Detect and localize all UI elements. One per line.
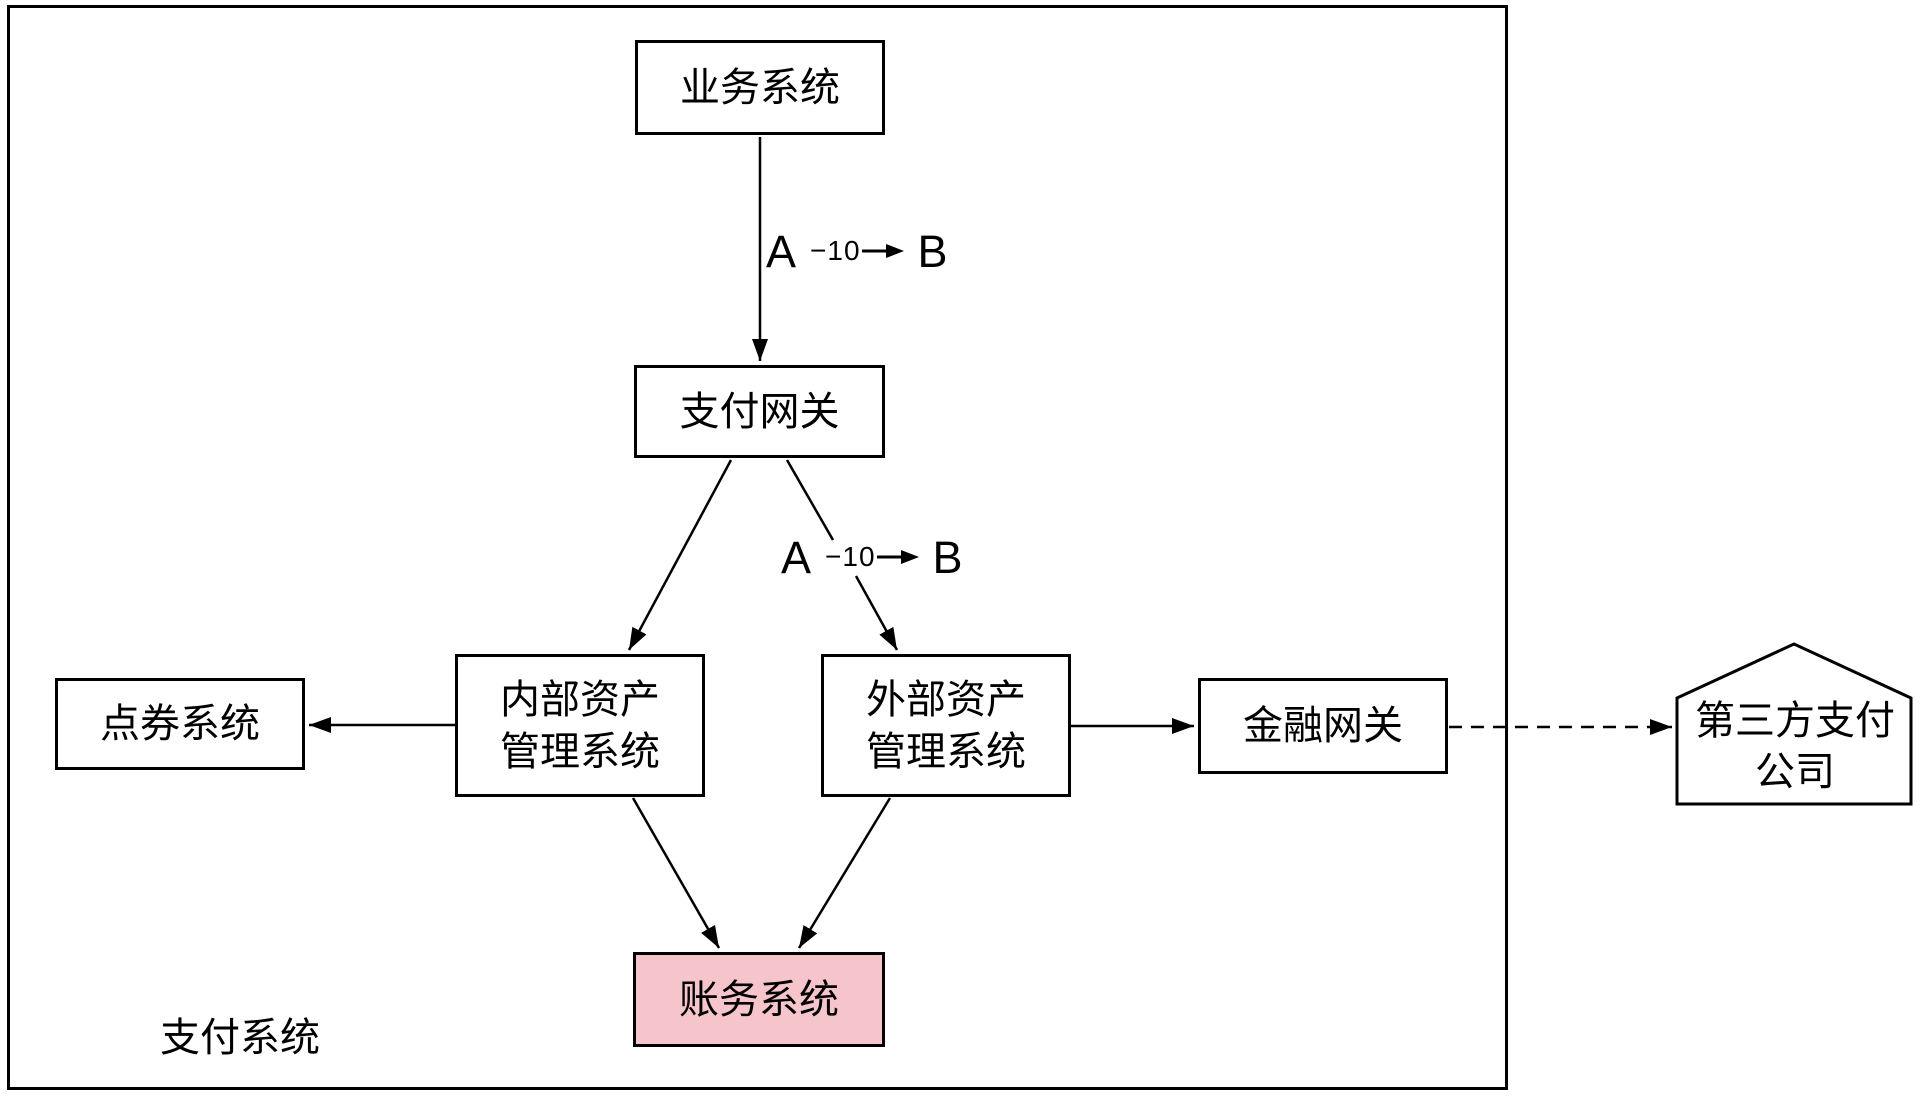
payment-system-boundary [7, 5, 1508, 1090]
transfer2-from: A [781, 531, 812, 583]
edge-gateway-to-internal [627, 459, 733, 651]
transfer1-arrow-icon [861, 244, 904, 258]
edge-external-to-accounting [797, 797, 892, 949]
node-voucher-system-label: 点券系统 [100, 702, 260, 746]
node-external-asset-line1: 外部资产 [866, 677, 1026, 722]
transfer2-to: B [932, 531, 963, 583]
node-payment-gateway: 支付网关 [634, 365, 885, 458]
node-third-party-company: 第三方支付 公司 [1678, 694, 1912, 800]
transfer1-amount: −10 [810, 235, 861, 266]
node-third-party-line1: 第三方支付 [1695, 699, 1895, 743]
node-finance-gateway-label: 金融网关 [1243, 704, 1403, 748]
edge-gateway-to-external-lower [854, 575, 899, 651]
node-payment-gateway-label: 支付网关 [679, 389, 840, 434]
node-external-asset-line2: 管理系统 [866, 729, 1026, 774]
node-internal-asset-line2: 管理系统 [500, 729, 660, 774]
edge-internal-to-accounting [631, 797, 721, 949]
transfer1-from: A [766, 225, 797, 277]
edge-gateway-to-external-upper [785, 459, 835, 541]
node-internal-asset-line1: 内部资产 [500, 677, 660, 722]
node-business-system: 业务系统 [635, 40, 885, 135]
node-business-system-label: 业务系统 [680, 65, 840, 110]
node-internal-asset-system: 内部资产 管理系统 [455, 654, 705, 797]
transfer2-amount: −10 [825, 541, 876, 572]
node-third-party-line2: 公司 [1755, 750, 1835, 794]
node-voucher-system: 点券系统 [55, 678, 305, 770]
payment-system-label: 支付系统 [160, 1016, 320, 1060]
transfer2-arrow-icon [876, 550, 919, 564]
edge-label-transfer-2: A −10 B [781, 530, 963, 584]
node-external-asset-system: 外部资产 管理系统 [821, 654, 1071, 797]
edge-label-transfer-1: A −10 B [766, 224, 948, 278]
node-accounting-system: 账务系统 [633, 952, 885, 1047]
node-finance-gateway: 金融网关 [1198, 678, 1448, 774]
node-accounting-system-label: 账务系统 [679, 977, 839, 1022]
third-party-pentagon-shape [1675, 642, 1913, 806]
transfer1-to: B [917, 225, 948, 277]
